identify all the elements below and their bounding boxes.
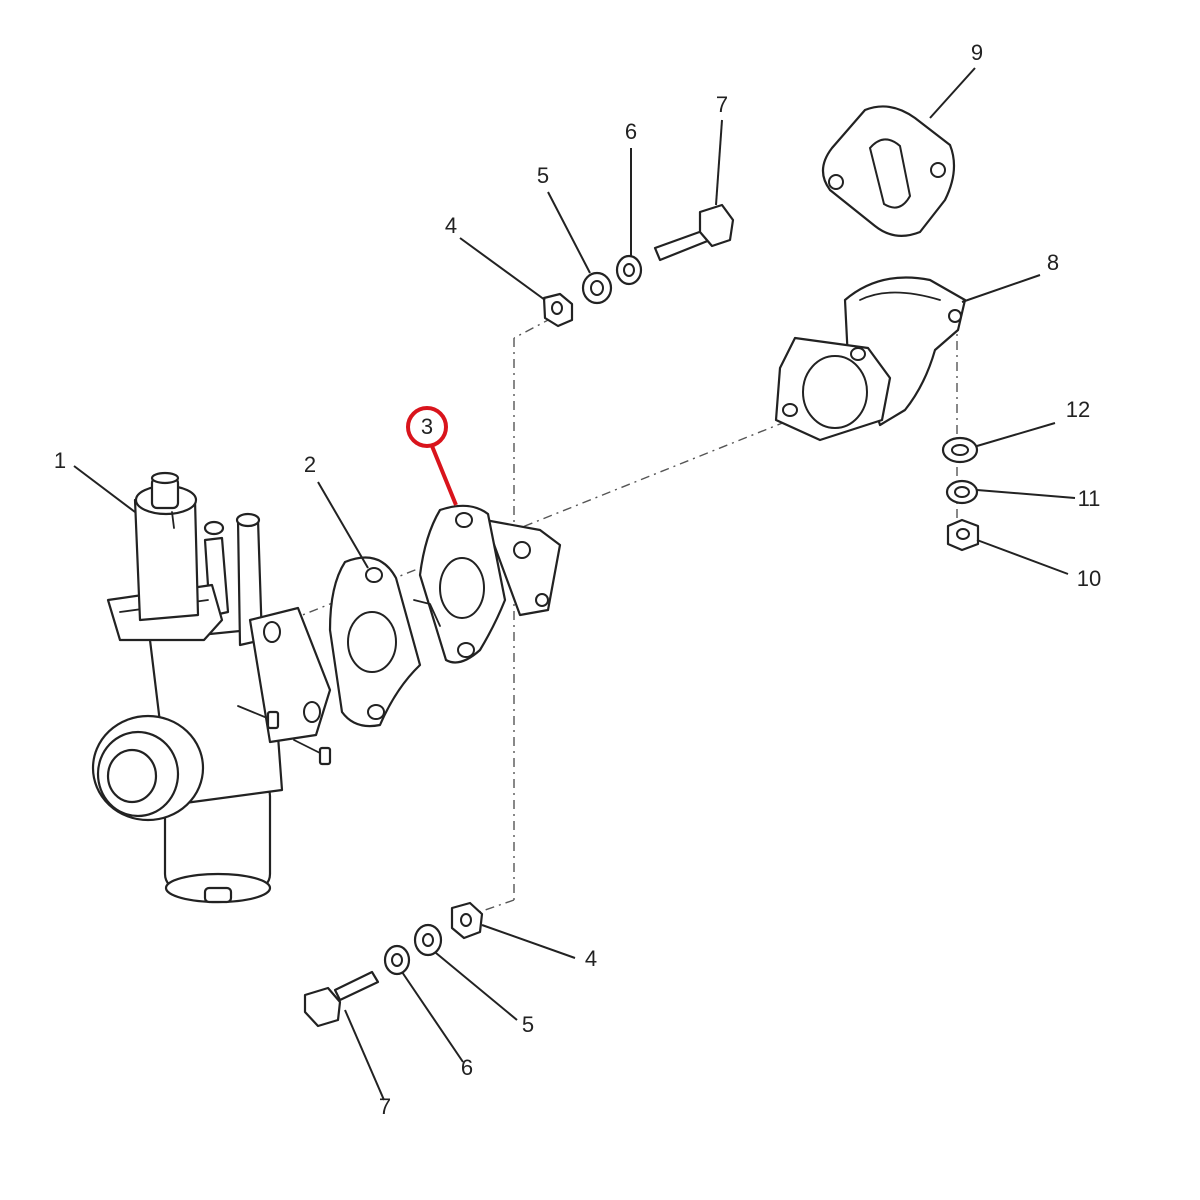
callout-11: 11 xyxy=(1078,486,1101,511)
callout-7-top: 7 xyxy=(716,92,728,117)
fasteners-bottom xyxy=(303,901,484,1028)
insulator-spacer-part-3 xyxy=(413,504,562,664)
callout-12: 12 xyxy=(1066,397,1090,422)
carburettor-part-1 xyxy=(91,471,332,904)
callout-8: 8 xyxy=(1047,250,1059,275)
callout-7-bottom: 7 xyxy=(379,1094,391,1119)
callout-10: 10 xyxy=(1077,566,1101,591)
fasteners-right xyxy=(941,436,980,552)
callout-4-top: 4 xyxy=(445,213,457,238)
callout-3: 3 xyxy=(421,414,433,439)
callout-3-ring xyxy=(406,406,448,448)
callout-numbers: 1 2 3 4 5 6 7 8 9 10 11 12 4 5 6 7 xyxy=(54,40,1101,1119)
fasteners-top xyxy=(542,203,735,328)
callout-6-bottom: 6 xyxy=(461,1055,473,1080)
callout-1: 1 xyxy=(54,448,66,473)
callout-5-top: 5 xyxy=(537,163,549,188)
leader-lines xyxy=(73,67,1076,1101)
callout-9: 9 xyxy=(971,40,983,65)
callout-6-top: 6 xyxy=(625,119,637,144)
callout-4-bottom: 4 xyxy=(585,946,597,971)
callout-2: 2 xyxy=(304,452,316,477)
callout-5-bottom: 5 xyxy=(522,1012,534,1037)
flange-gasket-part-9 xyxy=(821,105,956,237)
inlet-manifold-part-8 xyxy=(774,276,967,442)
gasket-part-2 xyxy=(328,556,422,728)
axis-top-stud xyxy=(513,317,553,339)
callout-3-leader xyxy=(430,445,458,506)
